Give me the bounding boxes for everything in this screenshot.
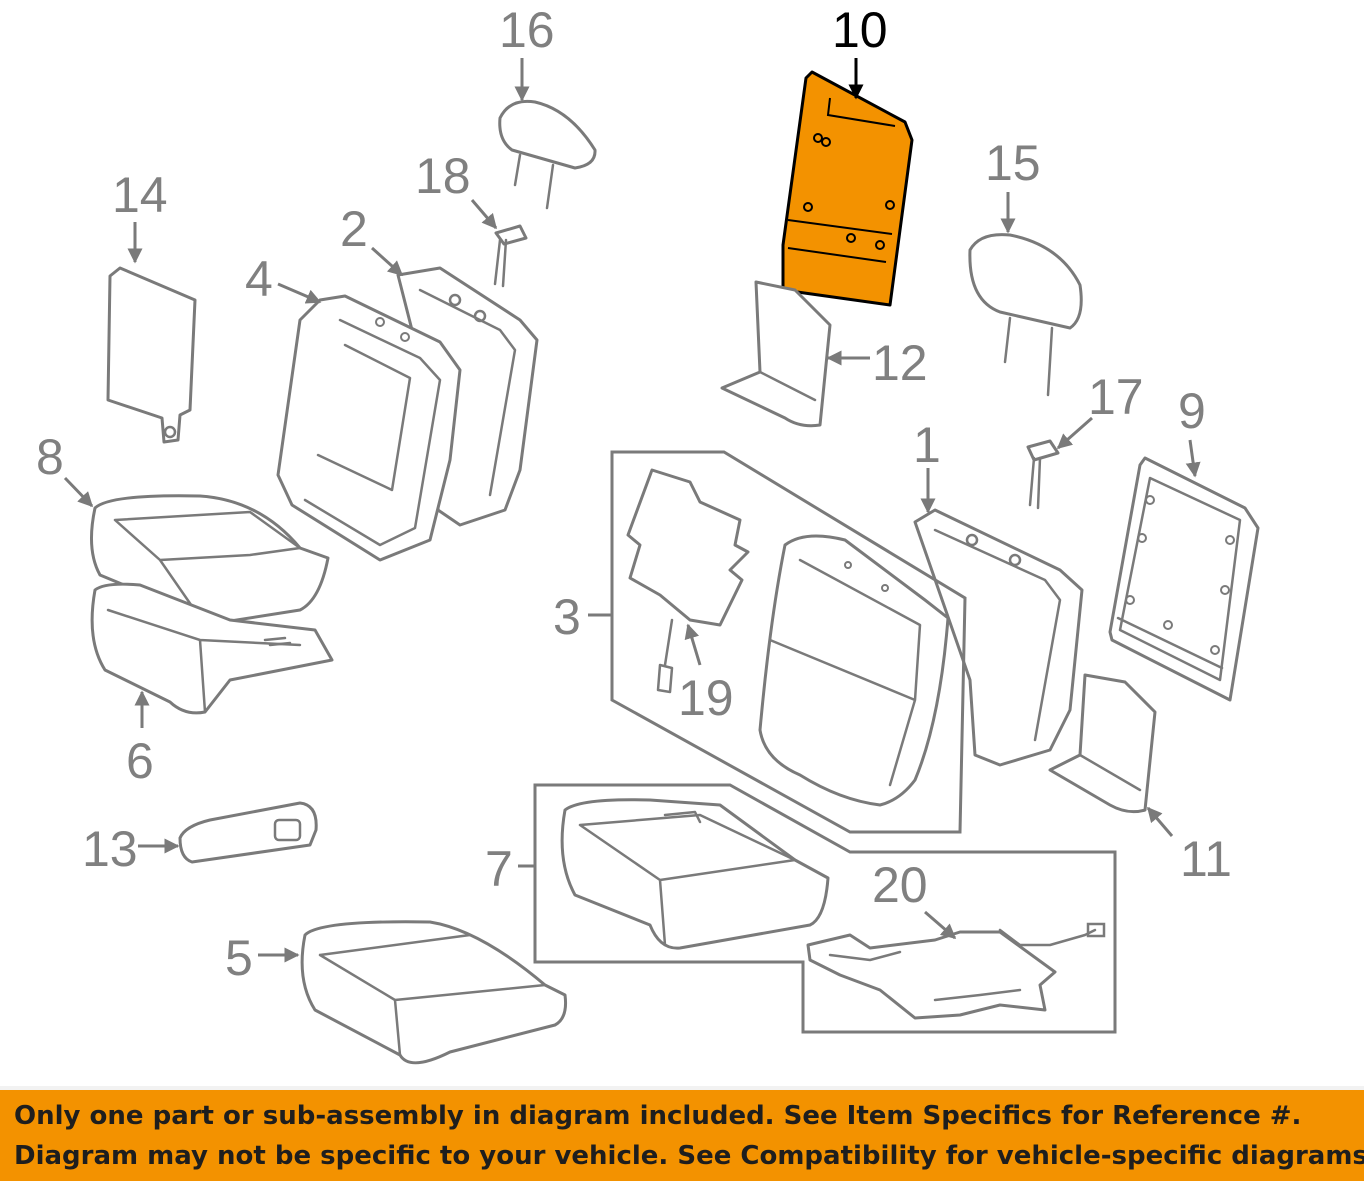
- part-10-seatback-panel: [781, 70, 914, 307]
- part-14-cover: [106, 266, 197, 444]
- callout-8: 8: [36, 429, 64, 485]
- callout-13: 13: [82, 821, 138, 877]
- callout-12: 12: [872, 335, 928, 391]
- part-17-headrest-guide: [1026, 439, 1060, 510]
- part-11-cover: [1048, 673, 1157, 814]
- callout-3: 3: [553, 589, 581, 645]
- callout-2: 2: [340, 201, 368, 257]
- callout-14: 14: [112, 167, 168, 223]
- callout-1: 1: [913, 417, 941, 473]
- callout-6: 6: [126, 733, 154, 789]
- box-7-seat-cushion-assembly: [533, 783, 1117, 1034]
- part-5-seat-pad: [300, 920, 567, 1065]
- part-16-headrest: [498, 99, 597, 210]
- callout-17: 17: [1088, 369, 1144, 425]
- callout-7: 7: [485, 841, 513, 897]
- callout-5: 5: [225, 930, 253, 986]
- callout-10: 10: [832, 2, 888, 58]
- disclaimer-line-2: Diagram may not be specific to your vehi…: [14, 1141, 1364, 1171]
- callout-20: 20: [872, 857, 928, 913]
- callout-18: 18: [415, 148, 471, 204]
- parts-diagram: 16 10 14 18 2 4 15 12 17 9 1 8 3 19 6 13…: [36, 2, 1260, 1065]
- callout-19: 19: [678, 670, 734, 726]
- callout-11: 11: [1180, 831, 1232, 887]
- part-15-headrest: [968, 233, 1083, 397]
- box-3-seatback-assembly: [610, 450, 967, 834]
- part-18-headrest-guide: [493, 224, 528, 288]
- part-12-cover: [720, 280, 832, 428]
- leader-lines: [63, 58, 1201, 963]
- callout-9: 9: [1178, 383, 1206, 439]
- callout-16: 16: [499, 2, 555, 58]
- disclaimer-line-1: Only one part or sub-assembly in diagram…: [14, 1101, 1302, 1131]
- part-1-seatback-frame: [913, 508, 1084, 767]
- part-6-seat-frame: [90, 582, 334, 715]
- callout-15: 15: [985, 135, 1041, 191]
- disclaimer-banner: Only one part or sub-assembly in diagram…: [0, 1086, 1364, 1181]
- callout-4: 4: [245, 251, 273, 307]
- part-13-trim: [178, 801, 318, 864]
- part-9-seatback-panel: [1108, 456, 1260, 702]
- part-4-seatback-cushion: [276, 294, 462, 562]
- callout-labels: 16 10 14 18 2 4 15 12 17 9 1 8 3 19 6 13…: [36, 2, 1232, 986]
